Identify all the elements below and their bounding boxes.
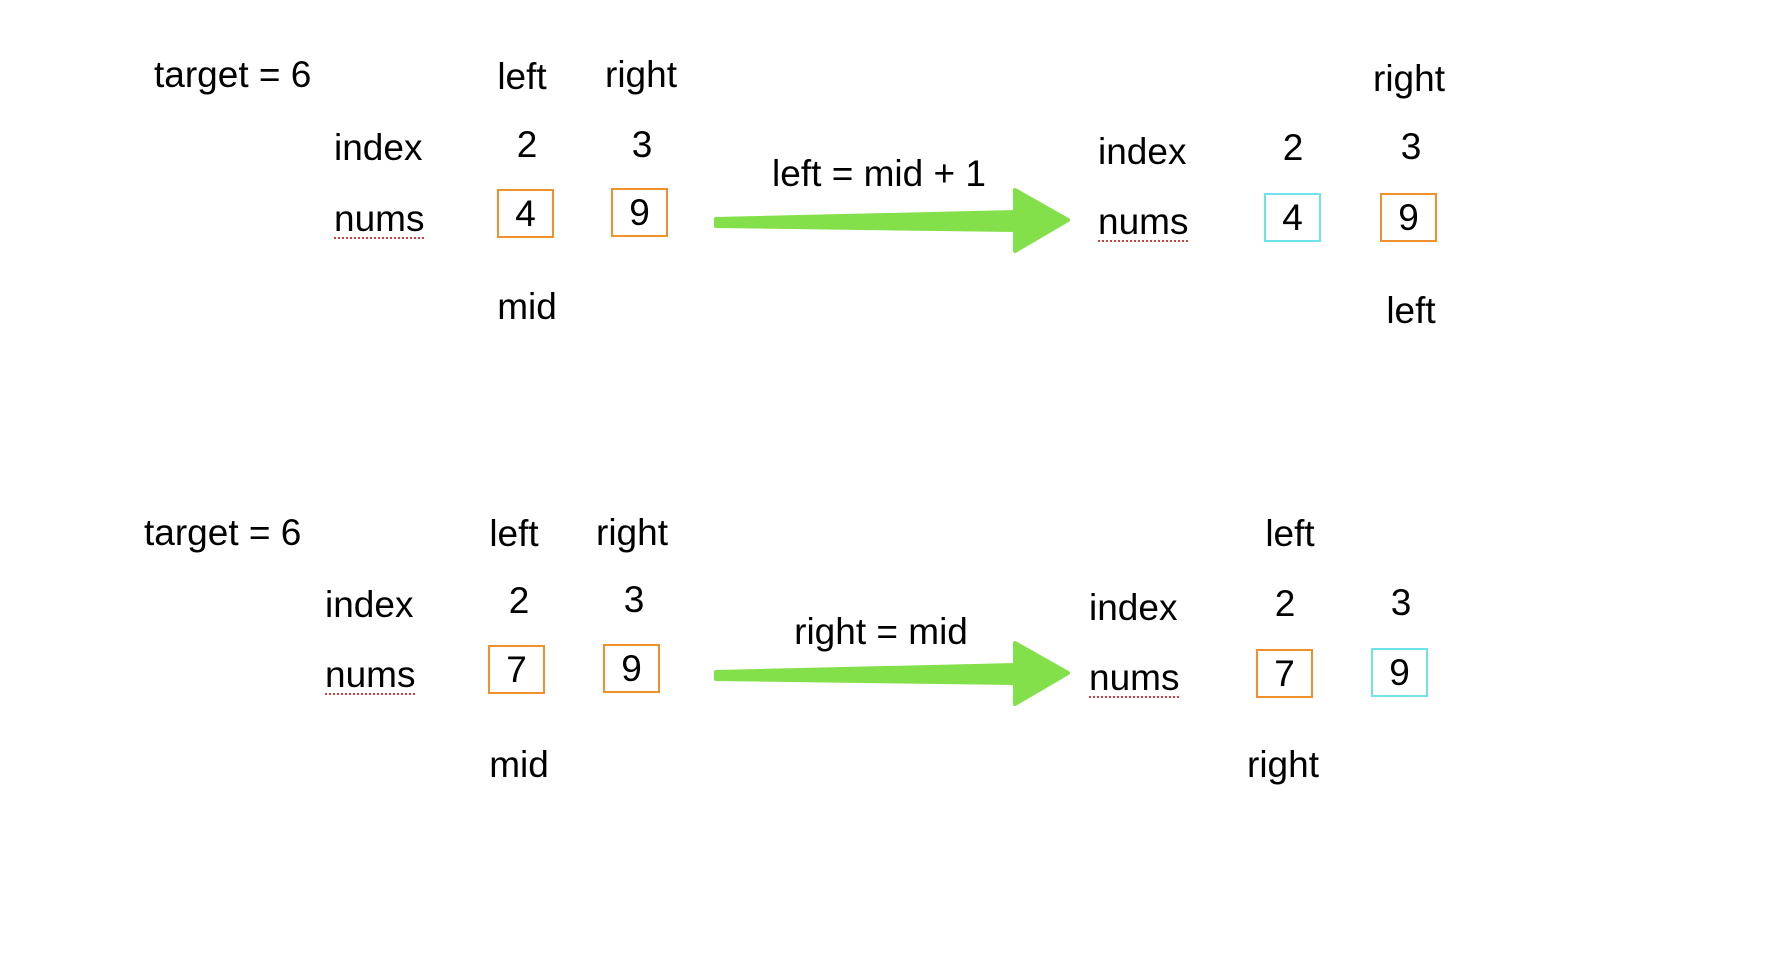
operation-label: right = mid [794,611,968,652]
array-cell: 4 [497,189,554,238]
excluded-array-cell: 9 [1371,648,1428,697]
left-pointer-label: left [489,513,539,554]
index-row-label: index [334,127,423,168]
nums-row-label: nums [1089,657,1180,698]
right-pointer-label: right [1247,744,1319,785]
excluded-array-cell: 4 [1264,193,1321,242]
index-row-label: index [1089,587,1178,628]
index-value: 2 [508,580,530,621]
operation-label: left = mid + 1 [772,153,986,194]
index-value: 2 [1282,127,1304,168]
right-pointer-label: right [1373,58,1445,99]
right-pointer-label: right [605,54,677,95]
index-value: 2 [516,124,538,165]
left-pointer-label: left [1265,513,1315,554]
index-value: 3 [1390,582,1412,623]
arrow-right-icon [714,641,1070,706]
index-row-label: index [325,584,414,625]
index-value: 3 [631,124,653,165]
target-label: target = 6 [144,512,302,553]
mid-pointer-label: mid [497,286,557,327]
index-value: 3 [623,579,645,620]
index-row-label: index [1098,131,1187,172]
array-cell: 7 [488,645,545,694]
left-pointer-label: left [1386,290,1436,331]
array-cell: 9 [1380,193,1437,242]
left-pointer-label: left [497,56,547,97]
arrow-right-icon [714,188,1070,253]
index-value: 2 [1274,583,1296,624]
scenario-right-update: target = 6 left right index 2 3 nums 7 9… [0,458,1788,858]
scenario-left-update: target = 6 left right index 2 3 nums 4 9… [0,0,1788,400]
nums-row-label: nums [1098,201,1189,242]
array-cell: 9 [611,188,668,237]
nums-row-label: nums [325,654,416,695]
nums-row-label: nums [334,198,425,239]
mid-pointer-label: mid [489,744,549,785]
target-label: target = 6 [154,54,312,95]
array-cell: 9 [603,644,660,693]
array-cell: 7 [1256,649,1313,698]
right-pointer-label: right [596,512,668,553]
index-value: 3 [1400,126,1422,167]
